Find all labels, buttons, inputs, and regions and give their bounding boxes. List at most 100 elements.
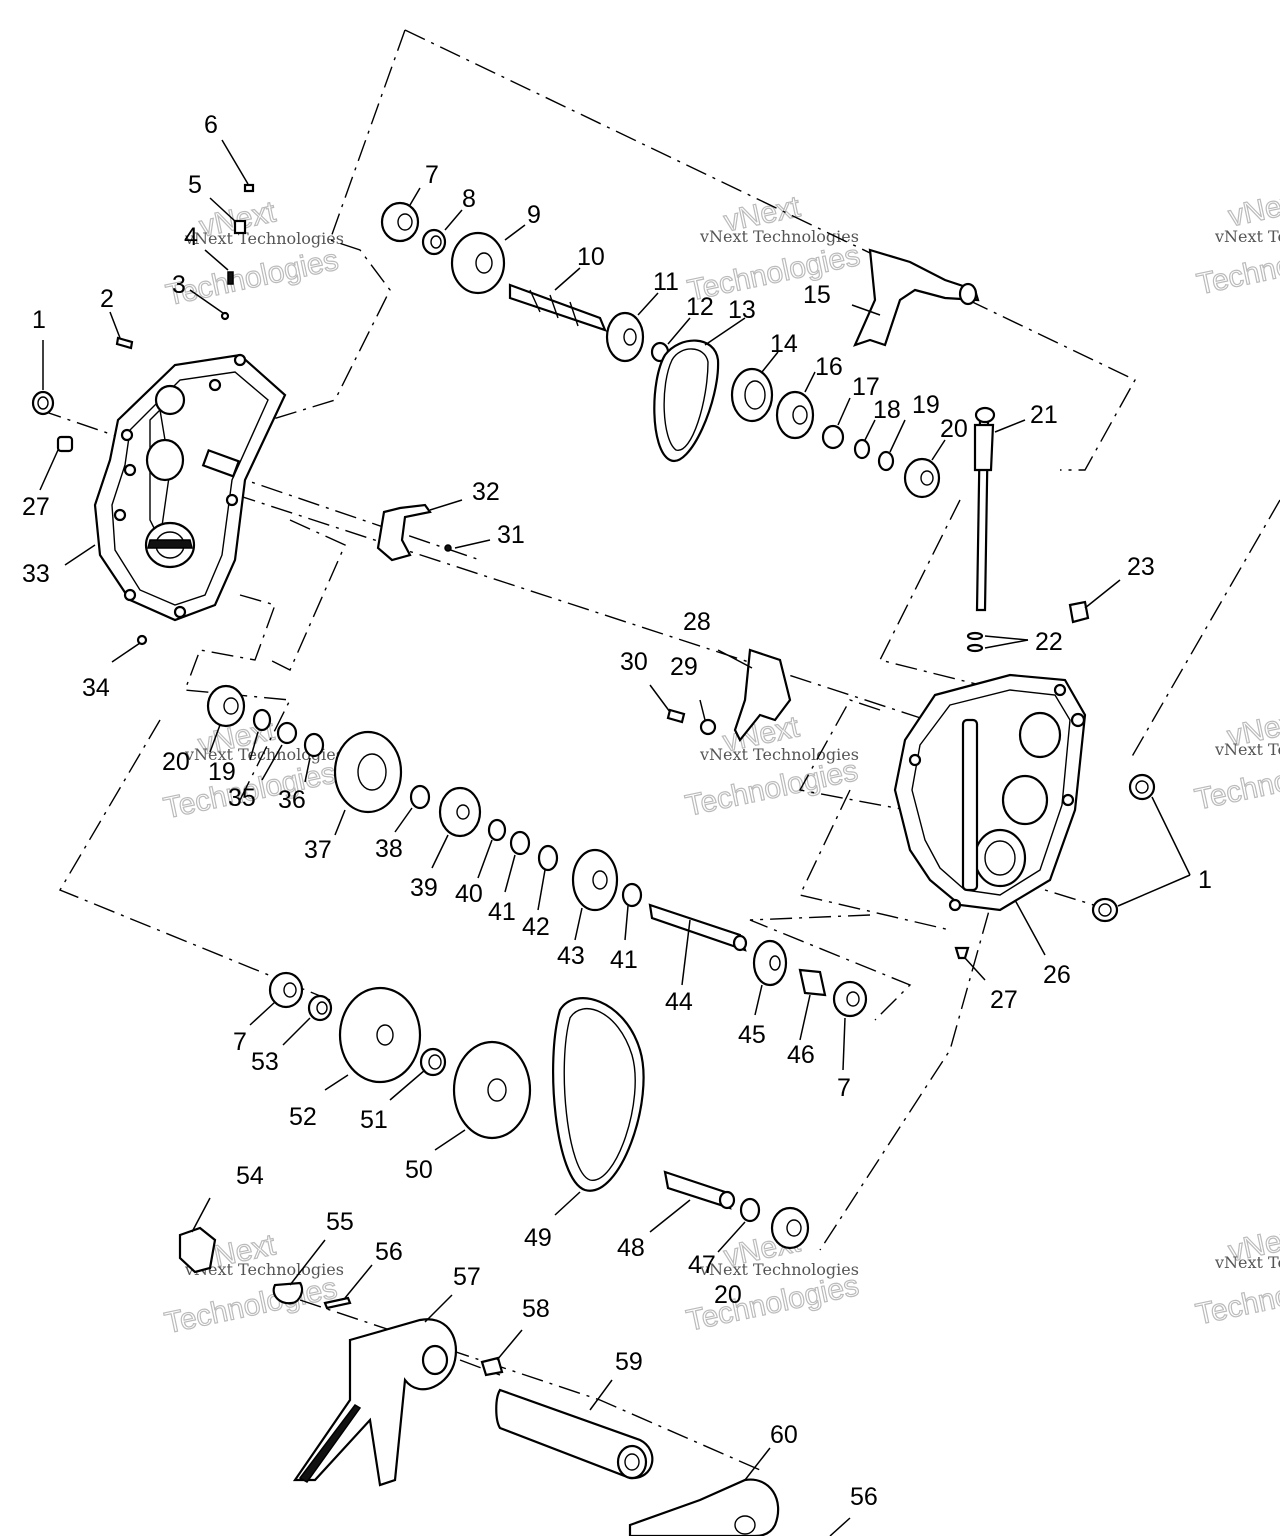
ring-18 (853, 438, 871, 460)
label-55: 55 (326, 1208, 354, 1236)
label-47: 47 (688, 1251, 716, 1279)
gear-37 (333, 730, 403, 814)
label-22: 22 (1035, 628, 1063, 656)
watermark-text: vNext Technologies (1214, 227, 1280, 246)
bearing-20 (206, 684, 246, 728)
watermark-text: vNext Technologies (1214, 1253, 1280, 1272)
label-19: 19 (208, 758, 236, 786)
svg-text:Technologies: Technologies (684, 1269, 862, 1338)
ring-19 (252, 708, 272, 732)
label-15: 15 (803, 281, 831, 309)
seal-1 (31, 390, 55, 416)
middle-shaft-assembly (206, 684, 868, 1018)
label-17: 17 (852, 373, 880, 401)
label-50: 50 (405, 1156, 433, 1184)
label-56: 56 (375, 1238, 403, 1266)
washer-41 (621, 882, 643, 908)
svg-text:Technologies: Technologies (1193, 1263, 1280, 1332)
label-30: 30 (620, 648, 648, 676)
label-58: 58 (522, 1295, 550, 1323)
bearing-7 (268, 971, 304, 1009)
label-6: 6 (204, 111, 218, 139)
bearing-20 (903, 457, 941, 499)
pin-34 (136, 634, 148, 646)
clip-55 (272, 1281, 304, 1305)
label-16: 16 (815, 353, 843, 381)
bushing-42 (537, 844, 559, 872)
label-23: 23 (1127, 553, 1155, 581)
lower-shift-assembly (178, 1226, 780, 1536)
gear-16 (775, 390, 815, 440)
bearing-7 (380, 201, 420, 243)
plug-23 (1068, 600, 1090, 624)
bushing-46 (798, 968, 827, 997)
label-33: 33 (22, 560, 50, 588)
label-41: 41 (610, 946, 638, 974)
label-29: 29 (670, 653, 698, 681)
shaft-10 (508, 283, 607, 332)
label-18: 18 (873, 396, 901, 424)
pin-58 (480, 1356, 504, 1377)
pin-56 (323, 1296, 352, 1310)
label-53: 53 (251, 1048, 279, 1076)
seal-1 (1128, 773, 1156, 801)
label-42: 42 (522, 913, 550, 941)
bearing-7 (832, 980, 868, 1018)
screw-6 (243, 183, 255, 193)
watermark-text: vNext Technologies (1214, 740, 1280, 759)
label-26: 26 (1043, 961, 1071, 989)
ball-3 (220, 311, 230, 321)
label-7: 7 (233, 1028, 247, 1056)
label-7: 7 (425, 161, 439, 189)
label-39: 39 (410, 874, 438, 902)
label-48: 48 (617, 1234, 645, 1262)
watermark-text: vNext Technologies (184, 745, 344, 764)
right-case (893, 673, 1156, 960)
label-1: 1 (32, 306, 46, 334)
label-10: 10 (577, 243, 605, 271)
washer-51 (419, 1047, 447, 1077)
gear-52 (338, 986, 422, 1084)
label-12: 12 (686, 293, 714, 321)
ring-35 (276, 721, 298, 745)
shift-fork-60 (628, 1478, 780, 1536)
watermark-text: vNext Technologies (699, 227, 859, 246)
watermark-text: vNext Technologies (699, 745, 859, 764)
gear-29 (699, 718, 717, 736)
label-13: 13 (728, 296, 756, 324)
leader-lines (39, 139, 1191, 1536)
label-5: 5 (188, 171, 202, 199)
cam-54 (178, 1226, 217, 1274)
bushing-17 (821, 424, 845, 450)
bearing-20 (770, 1206, 810, 1250)
label-9: 9 (527, 201, 541, 229)
callout-labels: 1 2 3 4 5 6 7 8 9 10 11 12 13 14 15 16 1… (22, 111, 1212, 1511)
watermarks: Technologies vNext vNext Technologies Te… (160, 184, 1280, 1341)
bearing-14 (730, 367, 774, 423)
label-44: 44 (665, 988, 693, 1016)
lower-gear-assembly (268, 971, 810, 1250)
watermark-text: vNext Technologies (184, 229, 344, 248)
washer-41 (509, 830, 531, 856)
svg-text:Technologies: Technologies (163, 243, 341, 312)
label-2: 2 (100, 285, 114, 313)
label-59: 59 (615, 1348, 643, 1376)
label-14: 14 (770, 330, 798, 358)
clutch-39 (438, 786, 482, 838)
screw-30 (666, 708, 686, 724)
label-38: 38 (375, 835, 403, 863)
label-57: 57 (453, 1263, 481, 1291)
assembly-lines (39, 29, 1280, 1471)
gear-9 (450, 231, 506, 295)
belt-49 (552, 997, 645, 1192)
gear-50 (452, 1040, 532, 1140)
label-1: 1 (1198, 866, 1212, 894)
label-20: 20 (714, 1281, 742, 1309)
label-20: 20 (162, 748, 190, 776)
label-7: 7 (837, 1074, 851, 1102)
svg-text:Technologies: Technologies (162, 1272, 340, 1341)
label-36: 36 (278, 786, 306, 814)
label-41: 41 (488, 898, 516, 926)
belt-13 (653, 339, 720, 462)
